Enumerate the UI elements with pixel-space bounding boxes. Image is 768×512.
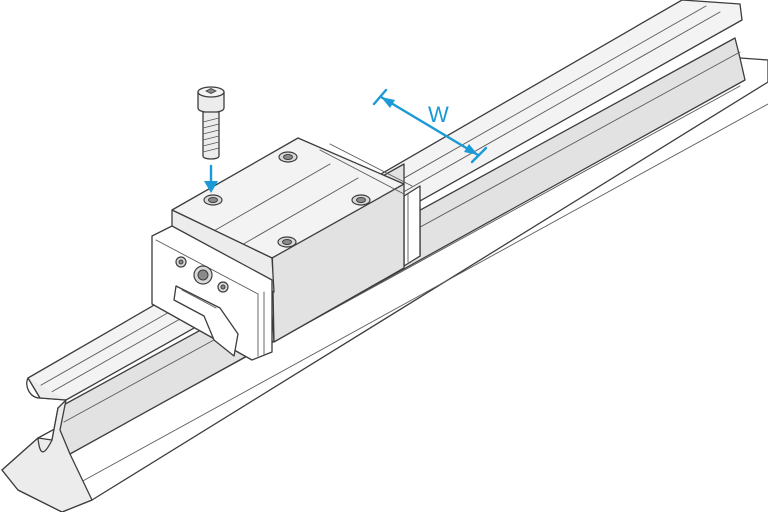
top-mounting-holes [203,151,371,248]
end-seal-right [403,185,421,267]
cap-screw-icon [197,86,225,160]
front-face-holes [175,256,229,293]
carriage-block [151,137,421,361]
width-dimension-arrow-icon [372,88,488,164]
insert-arrow-icon [204,164,218,193]
rail-channel-notch [173,285,239,357]
width-dimension-label: W [428,102,449,127]
rail-end-profile [1,377,93,512]
